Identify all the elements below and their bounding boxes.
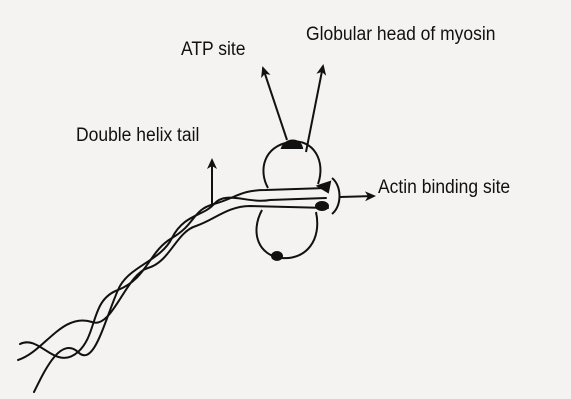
actin-binding-tip-lower (315, 201, 329, 211)
lower-head-lobe (256, 210, 317, 258)
double-helix-tail-label: Double helix tail (76, 126, 199, 145)
binding-bracket (332, 178, 340, 214)
label-arrows (212, 66, 374, 206)
globular-head-label: Globular head of myosin (306, 25, 495, 44)
atp-site-label: ATP site (181, 40, 245, 59)
actin-binding-tip-upper (318, 182, 330, 192)
lower-dot (271, 251, 283, 261)
helix-strand-1 (20, 188, 326, 358)
atp-site-arrow (263, 68, 287, 140)
actin-binding-site-label: Actin binding site (378, 178, 510, 197)
helix-strand-2 (34, 198, 326, 392)
double-helix-tail (18, 188, 328, 392)
atp-site-dot (282, 141, 302, 149)
helix-strand-3 (18, 206, 328, 360)
actin-binding-site-arrow (340, 196, 374, 197)
globular-head-arrow (306, 66, 323, 152)
